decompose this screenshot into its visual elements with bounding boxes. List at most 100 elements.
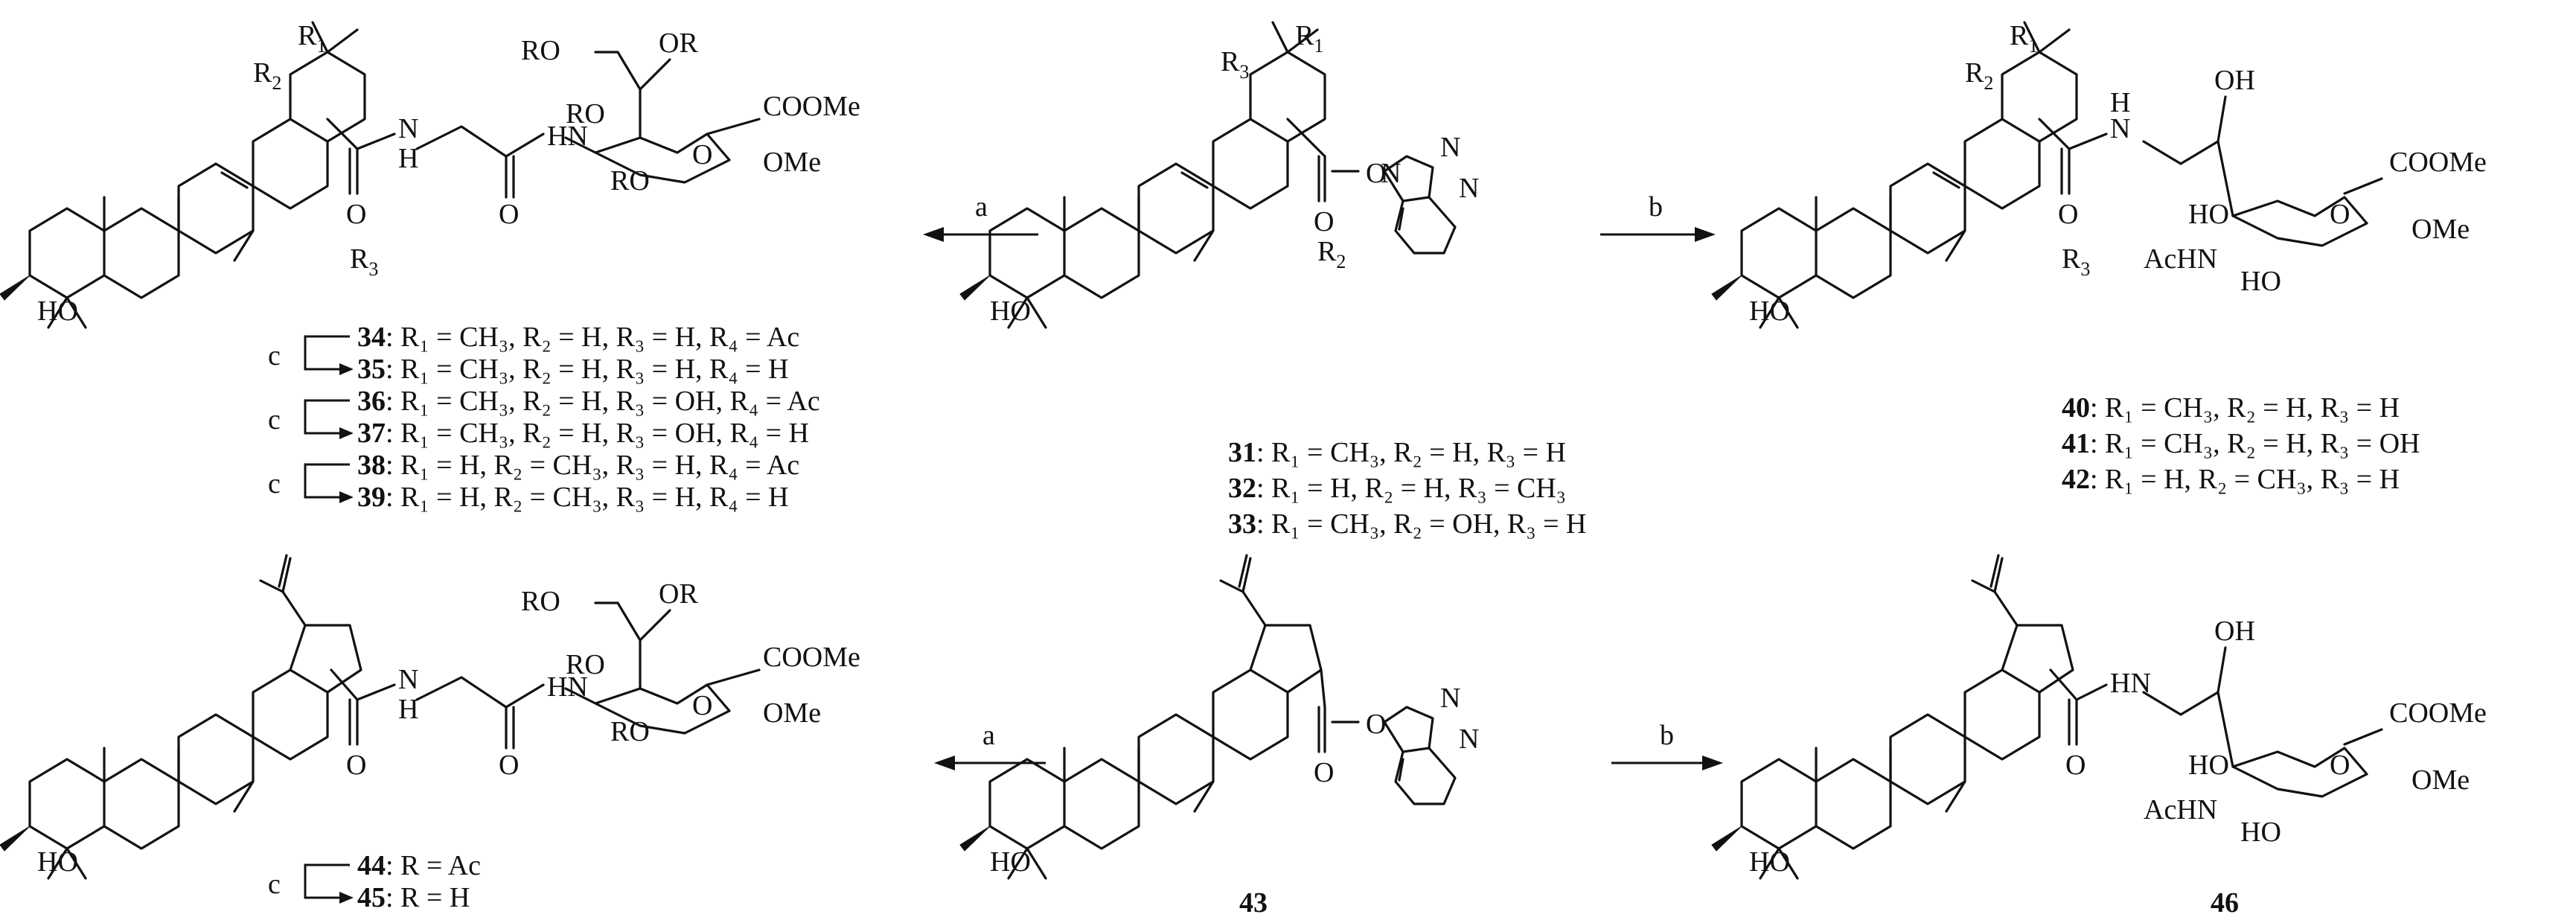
- h-label: H: [398, 694, 418, 725]
- compound-40-label: 40: R₁ = CH₃, R₂ = H, R₃ = H: [2062, 392, 2400, 424]
- o-label: O: [1314, 206, 1334, 237]
- compound-39-label: 39: R₁ = H, R₂ = CH₃, R₃ = H, R₄ = H: [357, 482, 789, 513]
- ho-label: HO: [1749, 846, 1790, 878]
- hn-label: HN: [547, 121, 588, 152]
- h-label: H: [398, 143, 418, 174]
- o-label: O: [2330, 750, 2350, 781]
- compound-34-label: 34: R₁ = CH₃, R₂ = H, R₃ = H, R₄ = Ac: [357, 322, 799, 353]
- o-label: O: [2058, 199, 2078, 230]
- structure-43: HO O N N O: [959, 554, 1479, 880]
- or-label: OR: [659, 28, 698, 59]
- o-label: O: [2330, 199, 2350, 230]
- compound-43-label: 43: [1239, 887, 1268, 919]
- o-label: O: [499, 199, 519, 230]
- r2-label: R2: [1965, 57, 1993, 94]
- ho-label: HO: [2188, 199, 2229, 230]
- n-label: N: [1459, 724, 1479, 755]
- r3-label: R3: [350, 243, 378, 280]
- labels-34-39: 34: R₁ = CH₃, R₂ = H, R₃ = H, R₄ = Ac 35…: [268, 322, 820, 513]
- ho-label: HO: [37, 846, 78, 878]
- oh-label: OH: [2214, 616, 2255, 647]
- o-label: O: [692, 139, 712, 170]
- ome-label: OMe: [763, 697, 821, 729]
- compound-32-label: 32: R₁ = H, R₂ = H, R₃ = CH₃: [1228, 473, 1566, 504]
- ho-label: HO: [2188, 750, 2229, 781]
- o-label: O: [1366, 158, 1386, 189]
- structure-34-39: HO N H O O HN RO OR RO RO O COOMe OMe R1…: [0, 20, 860, 329]
- coome-label: COOMe: [2389, 697, 2487, 729]
- reagent-c: c: [268, 404, 281, 435]
- compound-36-label: 36: R₁ = CH₃, R₂ = H, R₃ = OH, R₄ = Ac: [357, 386, 820, 417]
- r3-label: R3: [2062, 243, 2090, 280]
- structure-40-42: HO N H O OH HO AcHN HO O COOMe OMe R1 R2…: [1710, 20, 2487, 329]
- coome-label: COOMe: [2389, 147, 2487, 178]
- ro-label: RO: [521, 35, 560, 66]
- arrow-a-bottom: a: [934, 720, 1046, 770]
- ro-label: RO: [521, 586, 560, 617]
- r1-label: R1: [298, 20, 326, 57]
- compound-38-label: 38: R₁ = H, R₂ = CH₃, R₃ = H, R₄ = Ac: [357, 450, 799, 481]
- ho-label: HO: [990, 846, 1031, 878]
- compound-45-label: 45: R = H: [357, 882, 470, 913]
- compound-31-label: 31: R₁ = CH₃, R₂ = H, R₃ = H: [1228, 437, 1566, 468]
- compound-41-label: 41: R₁ = CH₃, R₂ = H, R₃ = OH: [2062, 428, 2420, 459]
- r1-label: R1: [2010, 20, 2038, 57]
- reagent-c: c: [268, 869, 281, 900]
- compound-37-label: 37: R₁ = CH₃, R₂ = H, R₃ = OH, R₄ = H: [357, 418, 809, 449]
- n-label: N: [1440, 683, 1460, 714]
- structure-46: HO HN O OH HO AcHN HO O COOMe OMe: [1710, 554, 2487, 880]
- ome-label: OMe: [2412, 214, 2470, 245]
- n-label: N: [1440, 132, 1460, 163]
- oh-label: OH: [2214, 65, 2255, 96]
- coome-label: COOMe: [763, 642, 860, 673]
- o-label: O: [1314, 757, 1334, 788]
- n-label: N: [2110, 113, 2130, 144]
- arrow-a-top: a: [923, 191, 1038, 242]
- compound-44-label: 44: R = Ac: [357, 850, 481, 881]
- structure-31-33: HO O N N N O R1 R3 R2: [959, 20, 1479, 329]
- ro-label: RO: [566, 649, 605, 680]
- ro-label: RO: [566, 98, 605, 130]
- ome-label: OMe: [2412, 764, 2470, 796]
- labels-44-45: 44: R = Ac 45: R = H c: [268, 850, 481, 913]
- compound-35-label: 35: R₁ = CH₃, R₂ = H, R₃ = H, R₄ = H: [357, 354, 789, 385]
- achn-label: AcHN: [2144, 243, 2217, 275]
- reagent-c: c: [268, 340, 281, 371]
- ho-label: HO: [2240, 817, 2281, 848]
- ho-label: HO: [990, 296, 1031, 327]
- ho-label: HO: [37, 296, 78, 327]
- r2-label: R2: [1317, 236, 1346, 272]
- reagent-a: a: [975, 191, 988, 223]
- r2-label: R2: [253, 57, 281, 94]
- reagent-b: b: [1660, 720, 1674, 751]
- structure-44-45: HO N H O O HN RO OR RO RO O COOMe OMe: [0, 554, 860, 880]
- compound-33-label: 33: R₁ = CH₃, R₂ = OH, R₃ = H: [1228, 508, 1587, 540]
- o-label: O: [2065, 750, 2086, 781]
- ho-label: HO: [2240, 266, 2281, 297]
- compound-42-label: 42: R₁ = H, R₂ = CH₃, R₃ = H: [2062, 464, 2400, 495]
- o-label: O: [692, 690, 712, 721]
- n-label: N: [1381, 158, 1401, 189]
- o-label: O: [1366, 709, 1386, 740]
- ro-label: RO: [610, 165, 650, 197]
- coome-label: COOMe: [763, 91, 860, 122]
- reagent-c: c: [268, 468, 281, 499]
- hn-label: HN: [2110, 668, 2151, 699]
- n-label: N: [398, 664, 418, 695]
- arrow-b-top: b: [1600, 191, 1716, 242]
- n-label: N: [1459, 173, 1479, 204]
- n-label: N: [398, 113, 418, 144]
- o-label: O: [346, 750, 366, 781]
- hn-label: HN: [547, 671, 588, 703]
- ro-label: RO: [610, 716, 650, 747]
- r3-label: R3: [1221, 46, 1249, 83]
- reagent-a: a: [982, 720, 995, 751]
- reagent-b: b: [1649, 191, 1663, 223]
- achn-label: AcHN: [2144, 794, 2217, 825]
- o-label: O: [346, 199, 366, 230]
- o-label: O: [499, 750, 519, 781]
- r1-label: R1: [1295, 20, 1323, 57]
- h-label: H: [2110, 87, 2130, 118]
- or-label: OR: [659, 578, 698, 610]
- arrow-b-bottom: b: [1611, 720, 1723, 770]
